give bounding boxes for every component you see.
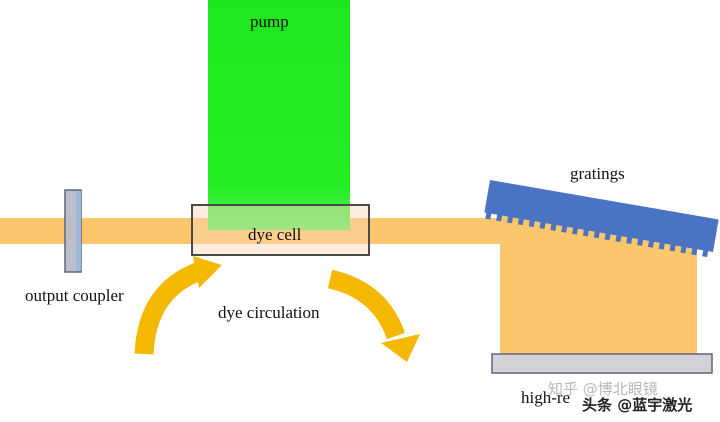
circulation-arrow-left xyxy=(134,256,222,355)
dye-circulation-label: dye circulation xyxy=(218,303,320,322)
dye-cell-label: dye cell xyxy=(248,225,302,244)
pump-label: pump xyxy=(250,12,289,31)
circulation-arrow-right xyxy=(327,269,420,362)
grating-body xyxy=(484,180,719,253)
pump-beam xyxy=(208,0,350,230)
grating-teeth xyxy=(485,211,709,258)
gratings xyxy=(484,180,719,258)
dye-cell xyxy=(191,204,370,256)
output-coupler-label: output coupler xyxy=(25,286,124,305)
output-coupler-face xyxy=(76,191,81,271)
watermark-line-1: 知乎 @博北眼镜 xyxy=(548,380,658,398)
high-reflector xyxy=(491,353,713,374)
reflected-beam-region xyxy=(500,212,697,354)
high-reflector-label: high-re xyxy=(521,388,571,407)
gratings-label: gratings xyxy=(570,164,625,183)
watermark-line-2: 头条 @蓝宇激光 xyxy=(582,396,693,414)
